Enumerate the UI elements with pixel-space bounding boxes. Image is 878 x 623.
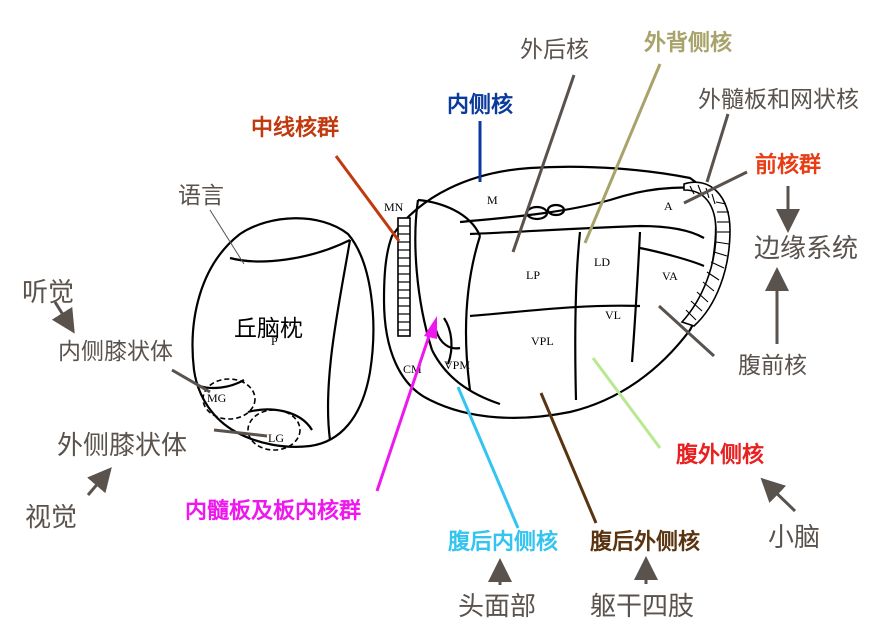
- region-labels: M MN A LP LD VA VL VPL VPM CM P MG LG: [207, 193, 678, 445]
- label-internal-lamina-group: 内髓板及板内核群: [185, 498, 361, 524]
- leader-anterior: [683, 170, 748, 205]
- leader-lateral-dorsal: [583, 63, 662, 244]
- region-label-m: M: [487, 193, 498, 207]
- region-label-lp: LP: [526, 268, 540, 282]
- leader-lgn: [213, 428, 268, 438]
- arrow-vision: [86, 467, 112, 496]
- label-limbic-system: 边缘系统: [754, 234, 858, 264]
- region-label-mg: MG: [207, 391, 227, 405]
- text-labels: 外后核 外背侧核 内侧核 外髓板和网状核 中线核群 前核群 语言 边缘系统 听觉…: [22, 30, 859, 622]
- pathway-arrows: [51, 186, 800, 585]
- label-lgn: 外侧膝状体: [57, 431, 187, 461]
- label-cerebellum: 小脑: [768, 523, 820, 553]
- label-ventral-anterior: 腹前核: [738, 353, 807, 379]
- label-lateral-posterior: 外后核: [520, 37, 589, 63]
- leader-language: [209, 209, 245, 265]
- region-label-lg: LG: [268, 431, 284, 445]
- region-label-va: VA: [662, 269, 678, 283]
- reticular-hatched-band: [680, 181, 731, 327]
- label-lateral-dorsal: 外背侧核: [644, 30, 732, 56]
- region-label-vl: VL: [605, 308, 621, 322]
- leader-lines: [171, 63, 748, 529]
- label-vision: 视觉: [25, 503, 77, 533]
- leader-mgn: [171, 368, 211, 394]
- mg-lg-outlines: [202, 378, 301, 451]
- label-external-lamina: 外髓板和网状核: [698, 87, 859, 113]
- region-label-a: A: [664, 199, 673, 213]
- leader-lateral-posterior: [511, 74, 576, 253]
- leader-external-lamina: [705, 113, 730, 183]
- region-label-p: P: [271, 334, 278, 348]
- arrow-hearing: [51, 301, 75, 334]
- label-anterior-group: 前核群: [755, 152, 821, 178]
- label-language: 语言: [178, 183, 224, 209]
- arrow-cerebellum: [760, 477, 797, 513]
- label-trunk-limbs: 躯干四肢: [590, 592, 694, 622]
- label-medial: 内侧核: [447, 92, 513, 118]
- leader-midline: [334, 155, 401, 242]
- thalamus-main-body: [382, 165, 717, 419]
- label-head-face: 头面部: [458, 592, 536, 622]
- label-midline-group: 中线核群: [251, 115, 339, 141]
- label-hearing: 听觉: [22, 278, 74, 308]
- mn-hatched-strip: [397, 217, 411, 337]
- region-label-vpl: VPL: [531, 334, 554, 348]
- region-label-vpm: VPM: [444, 358, 470, 372]
- label-mgn: 内侧膝状体: [58, 339, 173, 365]
- leader-ventral-lateral: [591, 357, 662, 449]
- label-vpm: 腹后内侧核: [448, 529, 558, 555]
- internal-lamina-leader: [375, 316, 437, 492]
- leader-vpm: [456, 386, 520, 529]
- pulvinar-body: [191, 217, 375, 448]
- leader-ventral-anterior: [657, 304, 716, 358]
- label-pulvinar: 丘脑枕: [234, 316, 303, 342]
- region-label-ld: LD: [594, 255, 610, 269]
- region-label-mn: MN: [384, 200, 404, 214]
- leader-vpl: [539, 392, 598, 524]
- label-ventral-lateral: 腹外侧核: [676, 442, 764, 468]
- label-vpl: 腹后外侧核: [590, 529, 700, 555]
